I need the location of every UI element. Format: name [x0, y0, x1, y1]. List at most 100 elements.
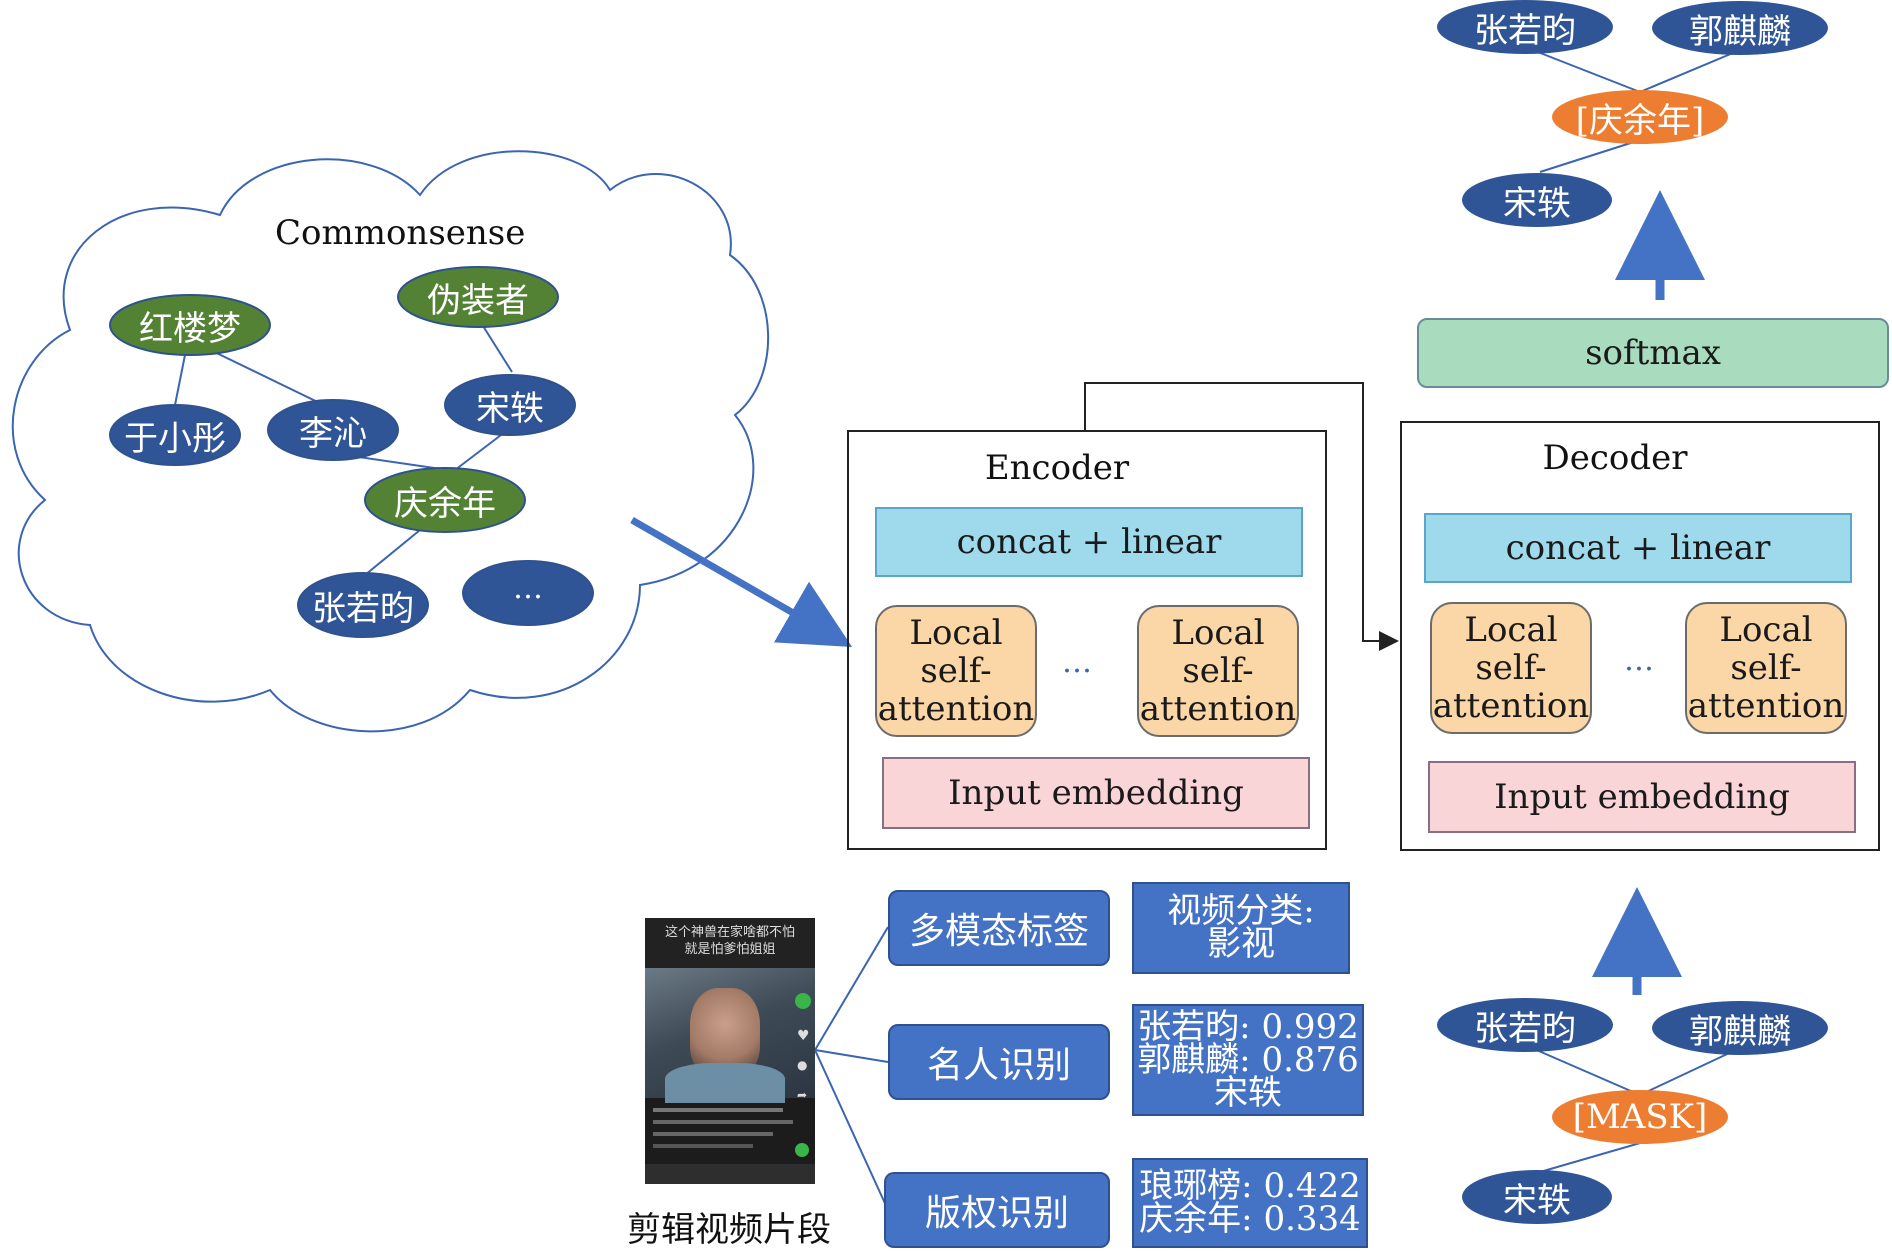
in-node-mask	[1552, 1090, 1728, 1144]
input-graph-edges	[1524, 1044, 1741, 1173]
decoder-attn-right-line2: self-	[1730, 648, 1802, 688]
label-honglou: 红楼梦	[139, 308, 241, 349]
out-label-center: [庆余年]	[1575, 100, 1705, 141]
video-caption: 剪辑视频片段	[627, 1210, 831, 1250]
result-multimodal-line1: 视频分类:	[1167, 891, 1315, 931]
video-clip-thumbnail: 这个神兽在家啥都不怕 就是怕爹怕姐姐 ♥ ● ➦	[645, 918, 815, 1184]
encoder-concat-linear: concat + linear	[875, 507, 1303, 577]
tag-celebrity: 名人识别	[888, 1024, 1110, 1100]
result-multimodal-line2: 影视	[1207, 924, 1275, 964]
decoder-attn-right-line1: Local	[1719, 610, 1813, 650]
result-copyright-line2: 庆余年: 0.334	[1139, 1199, 1361, 1239]
out-label-guoqilin: 郭麒麟	[1689, 11, 1791, 52]
decoder-attn-right-line3: attention	[1687, 686, 1845, 726]
tag-copyright: 版权识别	[884, 1172, 1110, 1248]
video-frame-image	[645, 968, 815, 1103]
softmax-box: softmax	[1417, 318, 1889, 388]
encoder-attn-right-line1: Local	[1171, 613, 1265, 653]
node-zhangruoyun	[297, 572, 429, 638]
video-overlay-line2: 就是怕爹怕姐姐	[684, 942, 776, 957]
decoder-attn-left-line3: attention	[1432, 686, 1590, 726]
caption-line-3	[653, 1132, 773, 1136]
out-node-zhangruoyun	[1437, 0, 1613, 54]
encoder-attention-right: Local self- attention	[1137, 605, 1299, 737]
label-yuxiaotong: 于小彤	[124, 418, 226, 459]
result-copyright-line1: 琅琊榜: 0.422	[1139, 1166, 1361, 1206]
caption-line-2	[653, 1120, 793, 1124]
result-celebrity-line2: 郭麒麟: 0.876	[1137, 1039, 1359, 1080]
decoder-attn-left-line1: Local	[1464, 610, 1558, 650]
decoder-dots: …	[1624, 643, 1657, 678]
video-overlay-line1: 这个神兽在家啥都不怕	[664, 925, 795, 940]
comment-icon: ●	[797, 1058, 808, 1072]
encoder-attn-left-line3: attention	[877, 689, 1035, 729]
label-ellipsis: …	[513, 570, 543, 606]
result-celebrity-line3: 宋轶	[1214, 1072, 1282, 1113]
output-graph-edges	[1524, 46, 1741, 173]
out-node-center	[1552, 90, 1728, 144]
caption-line-4	[653, 1144, 753, 1148]
video-bottom-bar	[645, 1164, 815, 1184]
out-label-zhangruoyun: 张若昀	[1474, 10, 1576, 51]
tag-multimodal: 多模态标签	[888, 890, 1110, 966]
result-copyright: 琅琊榜: 0.422 庆余年: 0.334	[1132, 1158, 1368, 1248]
decoder-attn-left-line2: self-	[1475, 648, 1547, 688]
decoder-title: Decoder	[1542, 438, 1688, 478]
result-celebrity-line1: 张若昀: 0.992	[1137, 1006, 1359, 1047]
out-node-guoqilin	[1652, 1, 1828, 55]
caption-line-1	[653, 1108, 783, 1112]
encoder-attn-right-line2: self-	[1182, 651, 1254, 691]
decoder-frame	[1400, 421, 1880, 851]
input-graph-nodes	[1437, 998, 1828, 1224]
encoder-decoder-connector	[1084, 382, 1399, 651]
in-label-songyi: 宋轶	[1503, 1180, 1571, 1221]
in-node-songyi	[1462, 1170, 1612, 1224]
video-overlay-text: 这个神兽在家啥都不怕 就是怕爹怕姐姐	[645, 918, 815, 968]
in-node-guoqilin	[1652, 1001, 1828, 1055]
encoder-attention-left: Local self- attention	[875, 605, 1037, 737]
encoder-attn-left-line1: Local	[909, 613, 1003, 653]
in-label-guoqilin: 郭麒麟	[1689, 1011, 1791, 1052]
result-celebrity: 张若昀: 0.992 郭麒麟: 0.876 宋轶	[1132, 1004, 1364, 1116]
heart-icon: ♥	[797, 1028, 810, 1044]
music-disc-icon	[795, 1143, 809, 1157]
cloud-to-encoder-arrow	[630, 516, 853, 647]
node-honglou	[109, 294, 271, 356]
encoder-attn-right-line3: attention	[1139, 689, 1297, 729]
node-weizhuang	[397, 266, 559, 328]
in-label-zhangruoyun: 张若昀	[1474, 1008, 1576, 1049]
avatar-icon	[795, 993, 811, 1009]
node-ellipsis	[462, 560, 594, 626]
share-icon: ➦	[797, 1088, 808, 1102]
encoder-attn-left-line2: self-	[920, 651, 992, 691]
decoder-concat-linear: concat + linear	[1424, 513, 1852, 583]
commonsense-title: Commonsense	[275, 213, 526, 253]
in-node-zhangruoyun	[1437, 998, 1613, 1052]
node-liqin	[267, 399, 399, 461]
label-qingyunian: 庆余年	[394, 483, 496, 524]
encoder-title: Encoder	[984, 448, 1130, 488]
result-multimodal: 视频分类: 影视	[1132, 882, 1350, 974]
decoder-input-embedding: Input embedding	[1428, 761, 1856, 833]
decoder-attention-right: Local self- attention	[1685, 602, 1847, 734]
output-graph-nodes	[1437, 0, 1828, 227]
label-weizhuang: 伪装者	[427, 280, 529, 321]
encoder-dots: …	[1062, 645, 1095, 680]
person-costume	[665, 1063, 785, 1103]
encoder-frame	[847, 430, 1327, 850]
node-songyi	[444, 374, 576, 436]
label-liqin: 李沁	[299, 413, 367, 454]
node-yuxiaotong	[109, 404, 241, 466]
commonsense-nodes	[109, 266, 594, 638]
label-zhangruoyun: 张若昀	[312, 588, 414, 629]
video-tag-edges	[814, 926, 889, 1211]
encoder-input-embedding: Input embedding	[882, 757, 1310, 829]
out-node-songyi	[1462, 173, 1612, 227]
decoder-attention-left: Local self- attention	[1430, 602, 1592, 734]
in-label-mask: [MASK]	[1572, 1097, 1708, 1137]
out-label-songyi: 宋轶	[1503, 183, 1571, 224]
label-songyi: 宋轶	[476, 388, 544, 429]
commonsense-edges	[174, 317, 513, 576]
